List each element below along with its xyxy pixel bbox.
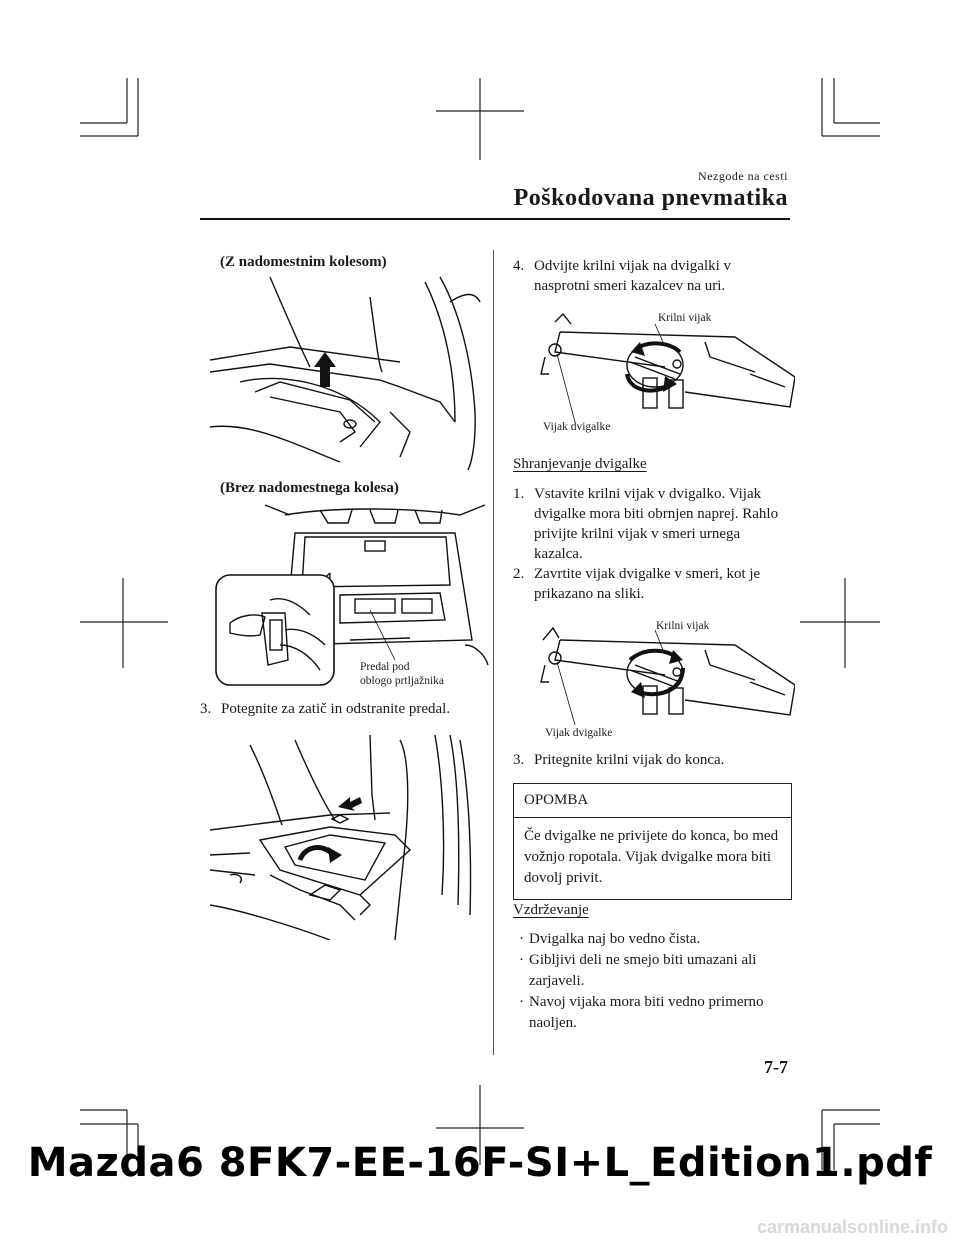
- column-divider: [493, 250, 494, 1055]
- page-number: 7-7: [764, 1057, 788, 1077]
- note-box: OPOMBA Če dvigalke ne privijete do konca…: [513, 783, 792, 900]
- step-3-left: 3. Potegnite za zatič in odstranite pred…: [200, 699, 485, 719]
- storing-heading: Shranjevanje dvigalke: [513, 456, 647, 472]
- jack-store-illustration: [540, 626, 795, 726]
- page-title: Poškodovana pnevmatika: [513, 185, 788, 211]
- label-jack-screw: Vijak dvigalke: [543, 421, 611, 433]
- step-text: Odvijte krilni vijak na dvigalki v naspr…: [534, 258, 732, 294]
- storing-steps: 1. Vstavite krilni vijak v dvigalko. Vij…: [513, 484, 788, 604]
- list-item: ·Gibljivi deli ne smejo biti umazani ali…: [519, 952, 757, 989]
- step-number: 3.: [200, 701, 212, 717]
- caption-with-spare: (Z nadomestnim kolesom): [220, 254, 387, 270]
- maintenance-heading: Vzdrževanje: [513, 902, 589, 918]
- header-rule: [200, 218, 790, 220]
- section-label: Nezgode na cesti: [698, 169, 788, 183]
- list-item: ·Dvigalka naj bo vedno čista.: [519, 931, 701, 947]
- step-3-right: 3. Pritegnite krilni vijak do konca.: [513, 750, 788, 770]
- step-number: 3.: [513, 752, 525, 768]
- remove-tray-illustration: [210, 735, 472, 940]
- note-heading: OPOMBA: [514, 784, 791, 818]
- step-text: Potegnite za zatič in odstranite predal.: [221, 701, 451, 717]
- step-4: 4. Odvijte krilni vijak na dvigalki v na…: [513, 256, 788, 296]
- label-wing-bolt-2: Krilni vijak: [656, 620, 710, 632]
- store-step-2: 2. Zavrtite vijak dvigalke v smeri, kot …: [513, 566, 761, 602]
- trunk-with-spare-illustration: [210, 276, 481, 470]
- label-tray-line2: oblogo prtljažnika: [360, 675, 444, 687]
- label-jack-screw-2: Vijak dvigalke: [545, 727, 613, 739]
- maintenance-list: ·Dvigalka naj bo vedno čista. ·Gibljivi …: [513, 929, 788, 1034]
- site-watermark: carmanualsonline.info: [756, 1217, 948, 1237]
- list-item: ·Navoj vijaka mora biti vedno primerno n…: [519, 994, 764, 1031]
- label-tray-line1: Predal pod: [360, 661, 410, 673]
- caption-without-spare: (Brez nadomestnega kolesa): [220, 480, 399, 496]
- file-watermark: Mazda6 8FK7-EE-16F-SI+L_Edition1.pdf: [27, 1140, 933, 1186]
- label-wing-bolt: Krilni vijak: [658, 312, 712, 324]
- step-number: 4.: [513, 258, 525, 274]
- jack-loosen-illustration: [540, 312, 795, 423]
- store-step-1: 1. Vstavite krilni vijak v dvigalko. Vij…: [513, 486, 779, 562]
- step-text: Pritegnite krilni vijak do konca.: [534, 752, 725, 768]
- trunk-without-spare-illustration: [215, 504, 489, 686]
- note-text: Če dvigalke ne privijete do konca, bo me…: [524, 828, 779, 886]
